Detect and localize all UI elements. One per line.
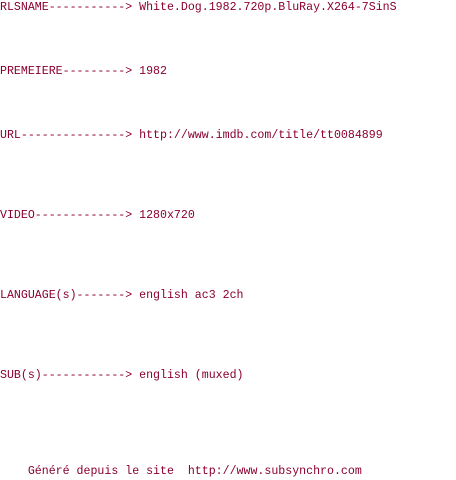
subtitles-line: SUB(s)------------> english (muxed): [0, 369, 244, 382]
release-name-line: RLSNAME-----------> White.Dog.1982.720p.…: [0, 1, 397, 14]
url-line: URL---------------> http://www.imdb.com/…: [0, 129, 383, 142]
generated-by-footer: Généré depuis le site http://www.subsync…: [0, 465, 362, 478]
video-line: VIDEO-------------> 1280x720: [0, 209, 195, 222]
language-line: LANGUAGE(s)-------> english ac3 2ch: [0, 289, 244, 302]
premiere-line: PREMEIERE---------> 1982: [0, 65, 167, 78]
